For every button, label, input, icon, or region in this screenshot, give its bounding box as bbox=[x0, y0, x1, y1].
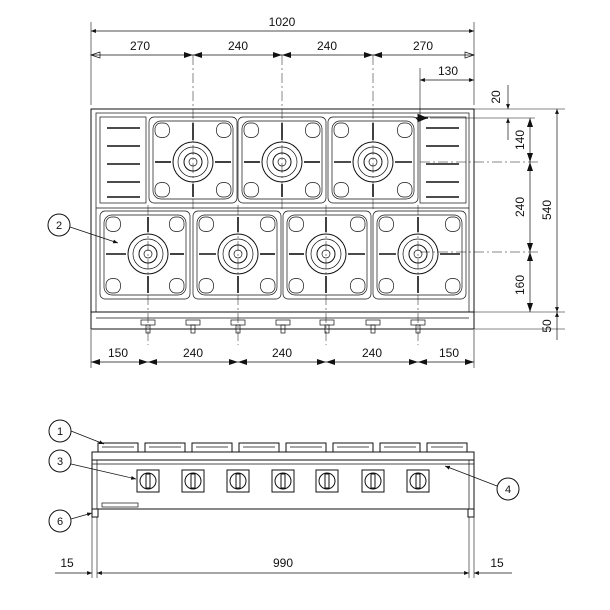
top-view-outline bbox=[90, 108, 475, 330]
svg-text:2: 2 bbox=[56, 220, 62, 232]
knob-stem-4 bbox=[275, 319, 291, 334]
dim-150-right: 150 bbox=[439, 346, 459, 360]
dim-240-bottom-b: 240 bbox=[272, 346, 292, 360]
front-knob-2 bbox=[181, 469, 205, 493]
front-grate-top-4 bbox=[238, 442, 280, 452]
dim-240-bottom-c: 240 bbox=[362, 346, 382, 360]
bottom-burner-grate-4 bbox=[372, 210, 467, 300]
dim-140: 140 bbox=[513, 130, 527, 150]
top-dimensions: 1020 270 240 240 270 130 bbox=[89, 15, 476, 115]
bottom-burner-grate-3 bbox=[282, 210, 372, 300]
left-side-panel bbox=[99, 116, 147, 204]
front-knobs bbox=[136, 469, 430, 493]
dim-150-left: 150 bbox=[108, 346, 128, 360]
right-leg bbox=[467, 508, 475, 518]
front-grate-top-8 bbox=[426, 442, 468, 452]
svg-text:3: 3 bbox=[57, 456, 63, 468]
left-leg bbox=[91, 508, 99, 518]
front-grate-top-6 bbox=[332, 442, 374, 452]
callout-1: 1 bbox=[48, 419, 105, 445]
svg-text:4: 4 bbox=[505, 484, 511, 496]
bottom-burner-grate-1 bbox=[99, 210, 191, 300]
centerlines bbox=[147, 55, 540, 345]
front-knob-6 bbox=[361, 469, 385, 493]
svg-text:1: 1 bbox=[57, 426, 63, 438]
front-knob-4 bbox=[271, 469, 295, 493]
front-knob-1 bbox=[136, 469, 160, 493]
knob-stem-2 bbox=[185, 319, 201, 334]
dim-50: 50 bbox=[540, 319, 554, 333]
front-grate-top-7 bbox=[379, 442, 421, 452]
top-view-inner-outline bbox=[95, 112, 470, 313]
callout-6: 6 bbox=[48, 509, 93, 533]
bottom-row-grates bbox=[99, 210, 467, 300]
dim-540: 540 bbox=[540, 200, 554, 220]
front-top-rail bbox=[91, 451, 475, 461]
top-row-grates bbox=[148, 116, 419, 204]
front-view: 15 990 15 bbox=[55, 442, 512, 578]
dim-990: 990 bbox=[273, 556, 293, 570]
dim-15-right: 15 bbox=[490, 556, 504, 570]
callout-2: 2 bbox=[47, 213, 119, 244]
dim-270-right: 270 bbox=[413, 39, 433, 53]
front-grate-top-5 bbox=[285, 442, 327, 452]
drip-tray-handle bbox=[101, 502, 139, 508]
front-grate-top-3 bbox=[191, 442, 233, 452]
bottom-dimensions: 150 240 240 240 150 bbox=[90, 330, 475, 368]
front-body bbox=[91, 451, 475, 510]
front-knob-7 bbox=[406, 469, 430, 493]
front-grate-top-2 bbox=[144, 442, 186, 452]
dim-20: 20 bbox=[489, 90, 503, 104]
dim-130: 130 bbox=[438, 64, 458, 78]
right-dimensions: 20 140 240 160 540 50 bbox=[430, 85, 565, 340]
knob-stem-5 bbox=[319, 319, 335, 334]
top-view bbox=[90, 55, 540, 345]
front-grate-tops bbox=[97, 442, 468, 452]
dim-1020: 1020 bbox=[269, 15, 296, 29]
dim-240-b: 240 bbox=[317, 39, 337, 53]
bottom-burner-grate-2 bbox=[192, 210, 282, 300]
dim-160: 160 bbox=[513, 275, 527, 295]
callout-4: 4 bbox=[444, 465, 520, 501]
callout-3: 3 bbox=[48, 449, 137, 480]
callouts: 1 2 3 4 6 bbox=[47, 213, 520, 533]
dim-15-left: 15 bbox=[60, 556, 74, 570]
dim-240-right: 240 bbox=[513, 197, 527, 217]
dim-240-a: 240 bbox=[228, 39, 248, 53]
dim-240-bottom-a: 240 bbox=[183, 346, 203, 360]
front-knob-5 bbox=[315, 469, 339, 493]
knob-stems bbox=[140, 319, 426, 334]
dim-270-left: 270 bbox=[130, 39, 150, 53]
knob-stem-6 bbox=[365, 319, 381, 334]
front-grate-top-1 bbox=[97, 442, 139, 452]
front-knob-3 bbox=[226, 469, 250, 493]
right-side-panel bbox=[419, 116, 467, 204]
svg-text:6: 6 bbox=[57, 516, 63, 528]
